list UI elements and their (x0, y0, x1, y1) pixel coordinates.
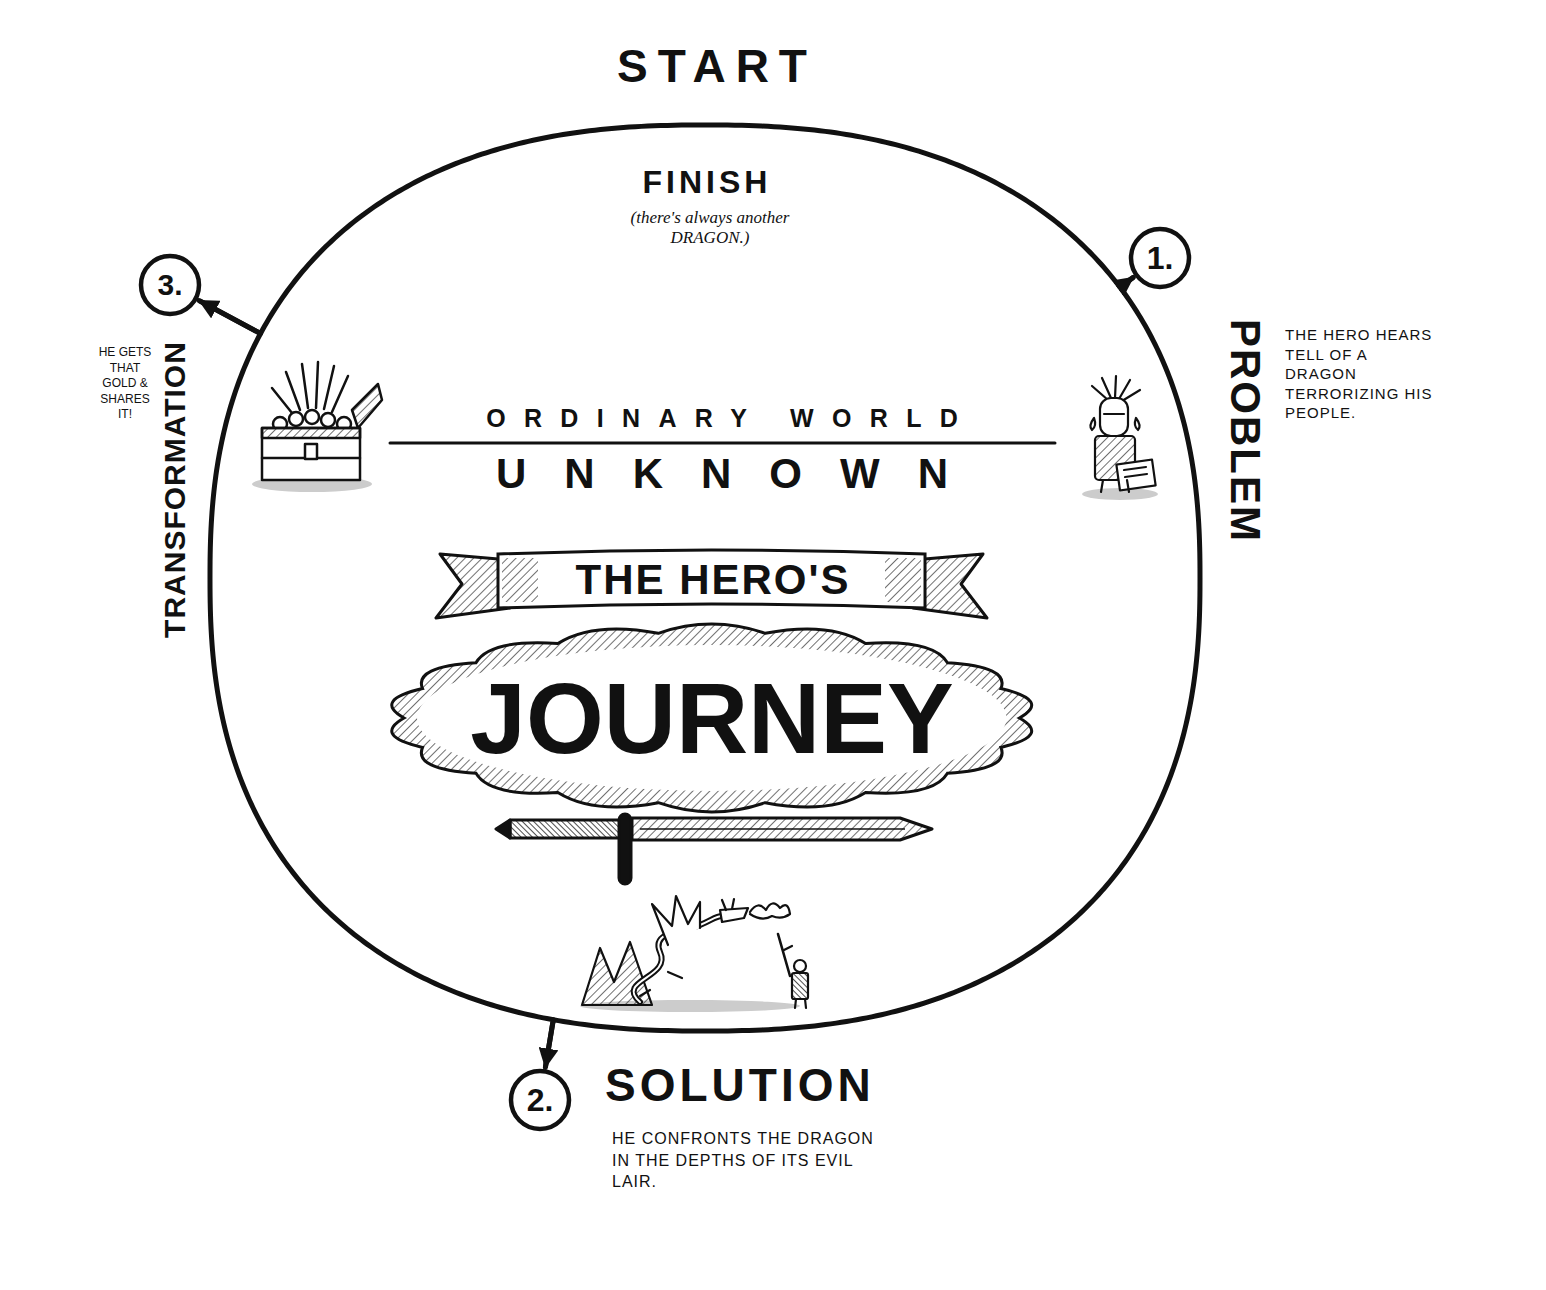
title-banner: THE HERO'S (498, 550, 925, 610)
cloud-outline (392, 624, 1032, 812)
gold-ray (324, 366, 334, 409)
gold-ray (332, 376, 348, 412)
banner-body (498, 550, 925, 608)
tear-drop (1090, 418, 1095, 430)
sword-emblem (496, 814, 932, 884)
helmet-plume (1102, 378, 1111, 398)
start-label: START (607, 43, 817, 89)
chest-lock (305, 444, 317, 459)
tear-drop (1135, 418, 1140, 430)
number-ring (141, 256, 199, 314)
stage-description: HE CONFRONTS THE DRAGON IN THE DEPTHS OF… (612, 1128, 882, 1193)
mountains (582, 942, 652, 1005)
callout-number: 3. (157, 270, 182, 300)
banner-shading (886, 558, 922, 602)
gold-ray (302, 364, 308, 408)
gold-ray (316, 362, 318, 408)
number-ring (511, 1071, 569, 1129)
callout-number: 1. (1147, 242, 1174, 274)
hero-head (794, 960, 806, 972)
sword-grip (510, 820, 620, 838)
gold-coin (321, 413, 335, 427)
chest-band (262, 428, 360, 438)
blade-ridge (640, 828, 905, 830)
sword-crossguard (619, 814, 631, 884)
gold-ray (272, 388, 292, 413)
title-cloud: JOURNEY (390, 618, 1033, 818)
cycle-arrow (199, 125, 1132, 333)
helmet-plume (1115, 376, 1116, 398)
stage-heading: SOLUTION (605, 1062, 875, 1108)
gold-coin (289, 412, 303, 426)
dragon-leg (668, 972, 682, 978)
chest-box (262, 428, 360, 480)
hero-sword (778, 934, 790, 976)
helmet-plume (1122, 390, 1140, 401)
dragon-horn (732, 899, 734, 909)
letter-line (1124, 467, 1146, 470)
knight-leg (1127, 480, 1129, 492)
stage-description: THE HERO HEARS TELL OF A DRAGON TERRORIZ… (1285, 325, 1435, 423)
step-number-circle: 2. (508, 1068, 572, 1132)
stage-description: HE GETS THAT GOLD & SHARES IT! (98, 345, 152, 423)
gold-ray (286, 372, 300, 410)
helmet-visor (1104, 413, 1124, 415)
step-number-circle: 3. (138, 253, 202, 317)
cloud-center (417, 645, 1006, 791)
world-divider (390, 442, 1055, 445)
crying-knight (1082, 376, 1158, 500)
message-letter (1116, 460, 1155, 491)
region-label: ORDINARY WORLD (468, 406, 976, 431)
dragon-leg (640, 990, 650, 996)
knight-leg (1101, 480, 1103, 492)
hero-body (792, 973, 808, 999)
knight-helmet (1100, 398, 1128, 436)
treasure-chest (252, 362, 382, 492)
dragon-head (720, 908, 748, 922)
dragon-fire (750, 903, 790, 918)
title-text: THE HERO'S (573, 559, 850, 601)
banner-shading (502, 558, 538, 602)
chest-lid (352, 384, 382, 428)
dragon-horn (722, 900, 726, 910)
dragon-scene (580, 896, 808, 1012)
step-number-circle: 1. (1128, 226, 1192, 290)
region-label: UNKNOWN (458, 453, 986, 495)
hero-leg (795, 999, 796, 1008)
stage-heading: PROBLEM (1224, 317, 1266, 543)
finish-note: (there's always another DRAGON.) (610, 208, 810, 247)
gold-coin (305, 410, 319, 424)
callout-number: 2. (527, 1084, 554, 1116)
number-ring (1131, 229, 1189, 287)
sword-guard (784, 946, 792, 950)
sword-blade (632, 818, 932, 840)
title-text: JOURNEY (470, 668, 953, 768)
dragon-wing (652, 896, 700, 945)
sword-pommel (496, 820, 510, 838)
finish-label: FINISH (639, 166, 772, 198)
hero-leg (805, 999, 806, 1008)
letter-line (1125, 474, 1147, 477)
stage-heading: TRANSFORMATION (160, 341, 190, 639)
